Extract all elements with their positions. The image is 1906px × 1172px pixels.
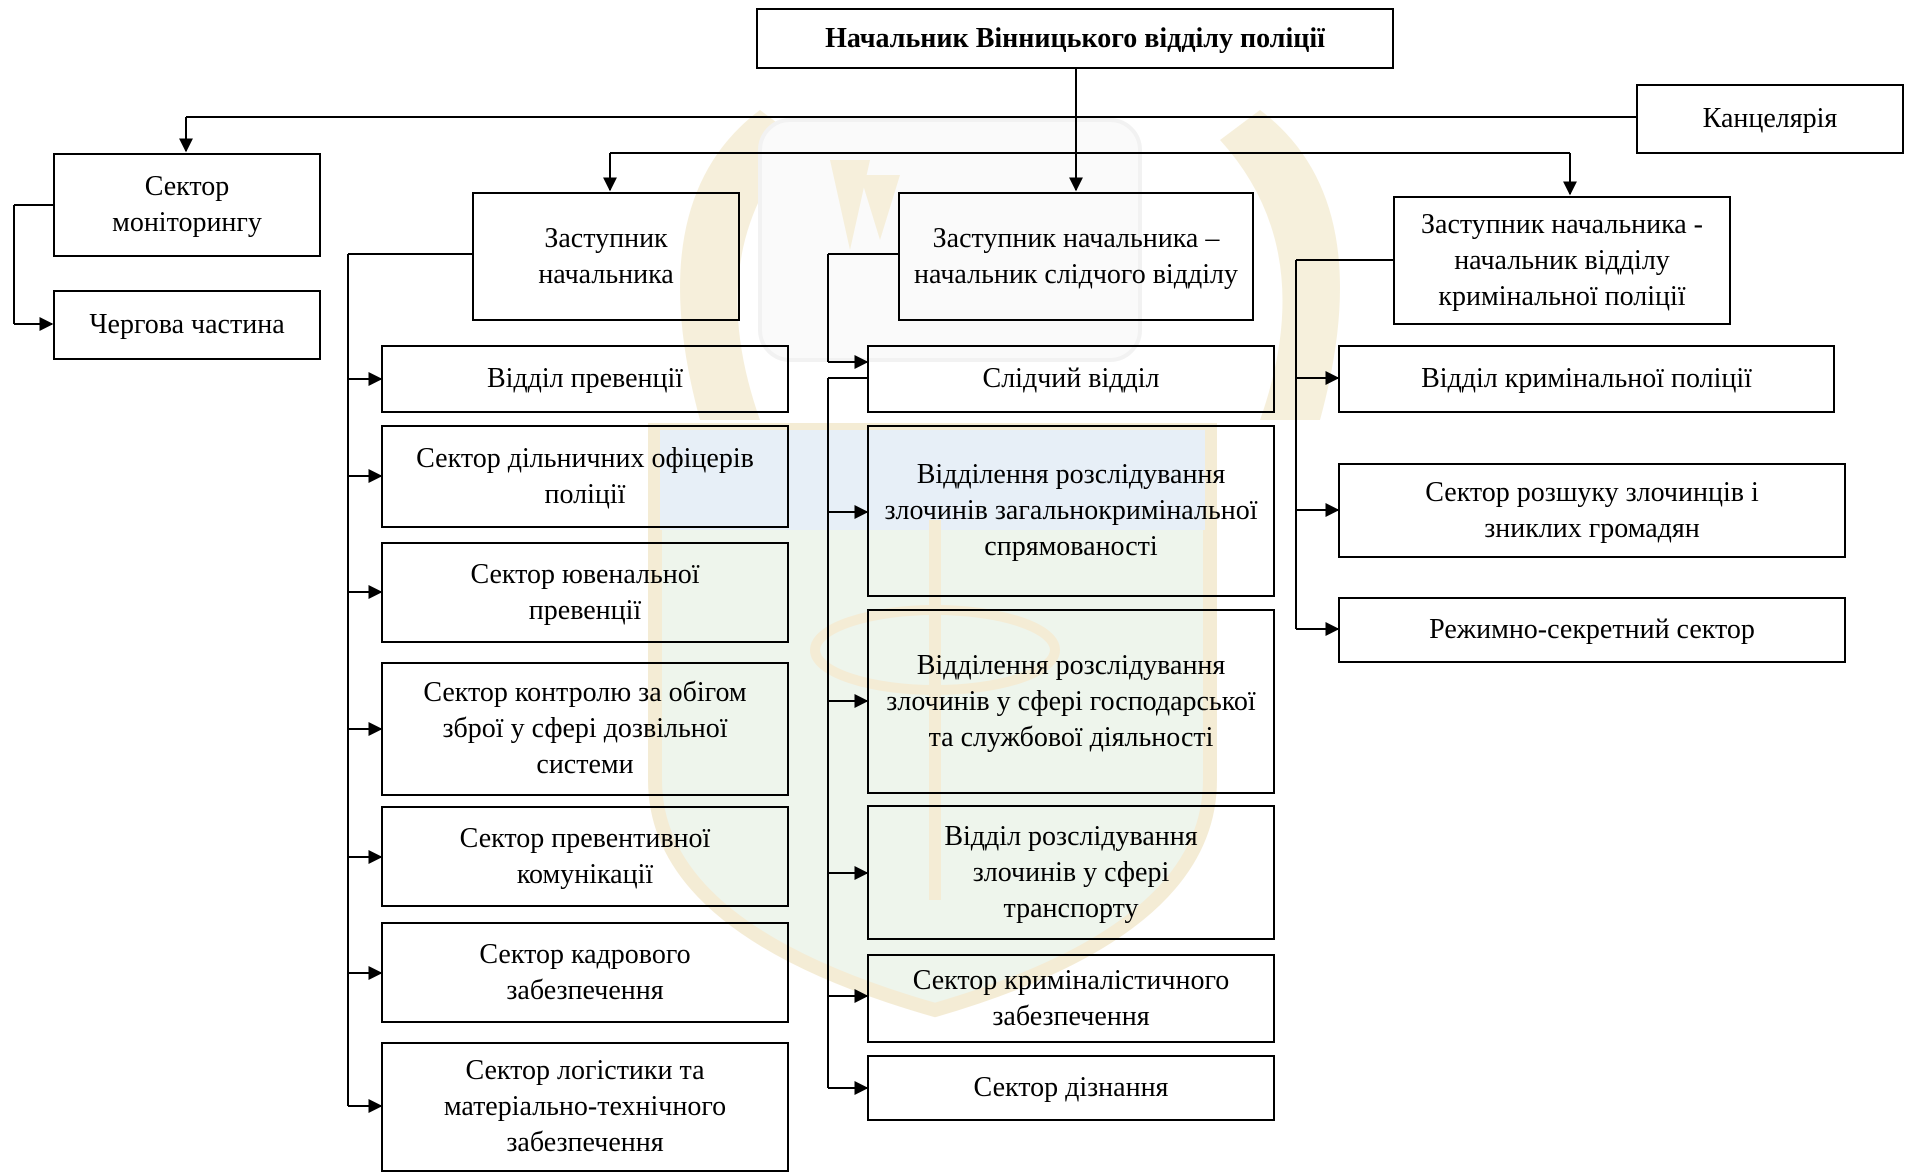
juvenile-prevention-sector-box: Сектор ювенальної превенції: [381, 542, 789, 643]
economic-crimes-unit-box: Відділення розслідування злочинів у сфер…: [867, 609, 1275, 794]
deputy-criminal-police-label: Заступник начальника - начальник відділу…: [1421, 208, 1703, 312]
deputy-investigation-box: Заступник начальника – начальник слідчог…: [898, 192, 1254, 321]
district-officers-sector-label: Сектор дільничних офіцерів поліції: [416, 442, 754, 510]
personnel-sector-box: Сектор кадрового забезпечення: [381, 922, 789, 1023]
general-crimes-unit-box: Відділення розслідування злочинів загаль…: [867, 425, 1275, 597]
search-sector-label: Сектор розшуку злочинців і зниклих грома…: [1425, 476, 1759, 544]
secret-regime-sector-box: Режимно-секретний сектор: [1338, 597, 1846, 663]
head-of-police-box: Начальник Вінницького відділу поліції: [756, 8, 1394, 69]
head-of-police-label: Начальник Вінницького відділу поліції: [825, 22, 1325, 54]
criminal-police-department-label: Відділ кримінальної поліції: [1421, 363, 1752, 394]
prevention-department-label: Відділ превенції: [486, 363, 684, 394]
criminal-police-department-box: Відділ кримінальної поліції: [1338, 345, 1835, 413]
weapons-control-sector-box: Сектор контролю за обігом зброї у сфері …: [381, 662, 789, 796]
district-officers-sector-box: Сектор дільничних офіцерів поліції: [381, 425, 789, 528]
preventive-communication-sector-box: Сектор превентивної комунікації: [381, 806, 789, 907]
weapons-control-sector-label: Сектор контролю за обігом зброї у сфері …: [423, 677, 747, 780]
investigation-department-box: Слідчий відділ: [867, 345, 1275, 413]
forensic-support-sector-label: Сектор криміналістичного забезпечення: [912, 964, 1230, 1032]
office-label: Канцелярія: [1702, 103, 1838, 134]
logistics-sector-box: Сектор логістики та матеріально-технічно…: [381, 1042, 789, 1172]
deputy-head-box: Заступник начальника: [472, 192, 740, 321]
investigation-department-label: Слідчий відділ: [982, 363, 1160, 394]
preventive-communication-sector-label: Сектор превентивної комунікації: [459, 822, 711, 890]
logistics-sector-label: Сектор логістики та матеріально-технічно…: [443, 1055, 727, 1158]
deputy-criminal-police-box: Заступник начальника - начальник відділу…: [1393, 196, 1731, 325]
transport-crimes-department-box: Відділ розслідування злочинів у сфері тр…: [867, 805, 1275, 940]
duty-unit-box: Чергова частина: [53, 290, 321, 360]
juvenile-prevention-sector-label: Сектор ювенальної превенції: [470, 558, 700, 626]
office-box: Канцелярія: [1636, 84, 1904, 154]
economic-crimes-unit-label: Відділення розслідування злочинів у сфер…: [886, 649, 1256, 753]
secret-regime-sector-label: Режимно-секретний сектор: [1429, 614, 1755, 645]
general-crimes-unit-label: Відділення розслідування злочинів загаль…: [884, 459, 1258, 562]
transport-crimes-department-label: Відділ розслідування злочинів у сфері тр…: [944, 820, 1198, 924]
personnel-sector-label: Сектор кадрового забезпечення: [479, 938, 691, 1006]
deputy-head-label: Заступник начальника: [538, 222, 674, 290]
prevention-department-box: Відділ превенції: [381, 345, 789, 413]
monitoring-sector-label: Сектор моніторингу: [112, 171, 262, 238]
deputy-investigation-label: Заступник начальника – начальник слідчог…: [914, 222, 1238, 290]
monitoring-sector-box: Сектор моніторингу: [53, 153, 321, 257]
duty-unit-label: Чергова частина: [89, 309, 285, 340]
search-sector-box: Сектор розшуку злочинців і зниклих грома…: [1338, 463, 1846, 558]
inquiry-sector-label: Сектор дізнання: [973, 1072, 1169, 1103]
forensic-support-sector-box: Сектор криміналістичного забезпечення: [867, 954, 1275, 1043]
inquiry-sector-box: Сектор дізнання: [867, 1055, 1275, 1121]
